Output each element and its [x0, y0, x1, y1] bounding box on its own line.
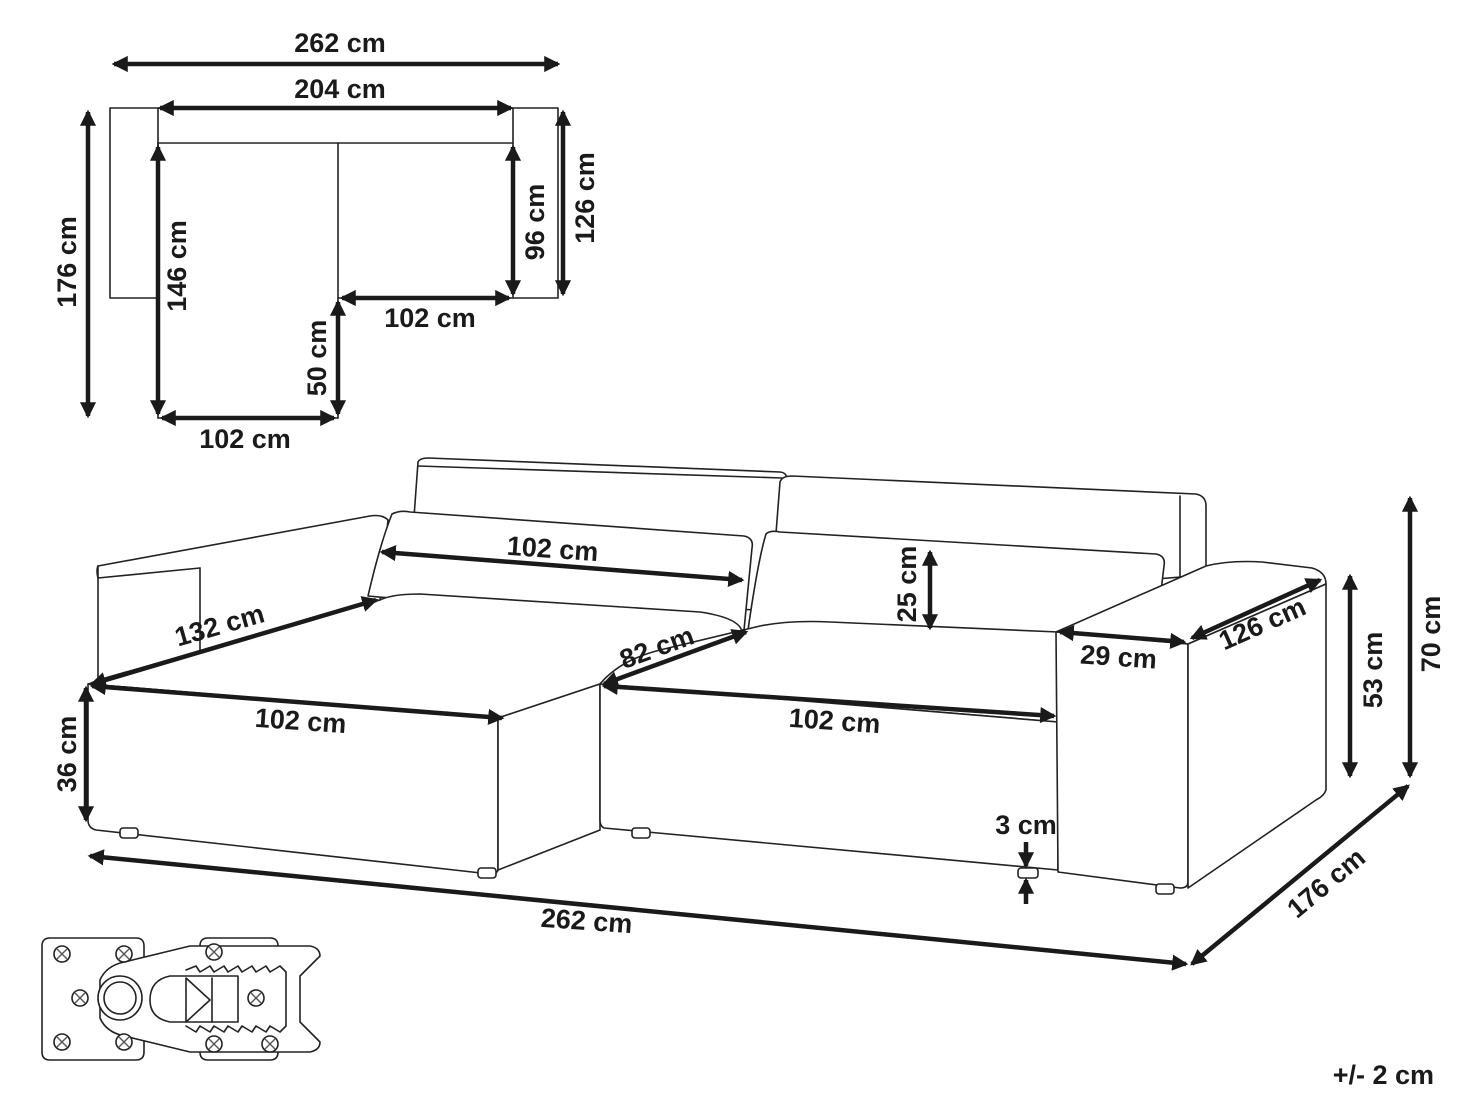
seat-front-width-label: 102 cm — [788, 703, 881, 739]
foot — [1017, 867, 1039, 879]
connector-clip-illustration — [41, 937, 321, 1061]
screw — [115, 945, 133, 963]
top-seat-depth-label: 96 cm — [520, 184, 550, 261]
chaise-front-width-line — [89, 678, 505, 726]
chaise-front-width-label: 102 cm — [254, 703, 347, 739]
arm-width-line — [1057, 625, 1187, 649]
screw — [205, 1035, 223, 1053]
screw — [53, 945, 71, 963]
total-depth-line — [1190, 784, 1410, 966]
foot — [477, 867, 497, 879]
top-overall-depth-label: 176 cm — [52, 216, 82, 308]
seat-front-width-line — [601, 678, 1057, 724]
sofa-outline — [87, 457, 1327, 895]
top-view: 262 cm 204 cm 176 cm 146 cm 102 cm 50 cm… — [52, 28, 600, 454]
backrest-height-label: 25 cm — [892, 546, 922, 623]
top-seat-width-label: 102 cm — [384, 303, 476, 333]
top-inner-width-label: 204 cm — [294, 74, 386, 104]
foot-height-label: 3 cm — [995, 810, 1057, 840]
screw — [247, 989, 265, 1007]
top-chaise-depth-label: 146 cm — [162, 220, 192, 312]
backrest-width-line — [379, 544, 745, 588]
arm-depth-line — [1189, 577, 1323, 641]
foot — [1155, 883, 1175, 895]
backrest-width-label: 102 cm — [506, 531, 599, 567]
chaise-length-line — [89, 596, 379, 688]
total-height-label: 70 cm — [1416, 596, 1446, 673]
foot — [119, 827, 139, 839]
top-side-depth-label: 126 cm — [570, 152, 600, 244]
top-chaise-front-depth-label: 50 cm — [302, 320, 332, 397]
total-width-line — [87, 849, 1189, 971]
arm-height-label: 53 cm — [1358, 632, 1388, 709]
screw — [261, 1035, 279, 1053]
arm-width-label: 29 cm — [1079, 639, 1157, 674]
total-width-label: 262 cm — [540, 903, 633, 939]
tolerance-note: +/- 2 cm — [1333, 1060, 1434, 1090]
top-chaise-width-label: 102 cm — [199, 424, 291, 454]
seat-depth-line — [601, 629, 749, 687]
screw — [71, 989, 89, 1007]
top-overall-width-label: 262 cm — [294, 28, 386, 58]
perspective-view: 132 cm 102 cm 102 cm 82 cm 102 cm 25 cm … — [52, 457, 1446, 971]
screw — [53, 1033, 71, 1051]
foot — [631, 827, 651, 839]
seat-height-label: 36 cm — [52, 716, 82, 793]
screw — [205, 943, 223, 961]
screw — [115, 1033, 133, 1051]
